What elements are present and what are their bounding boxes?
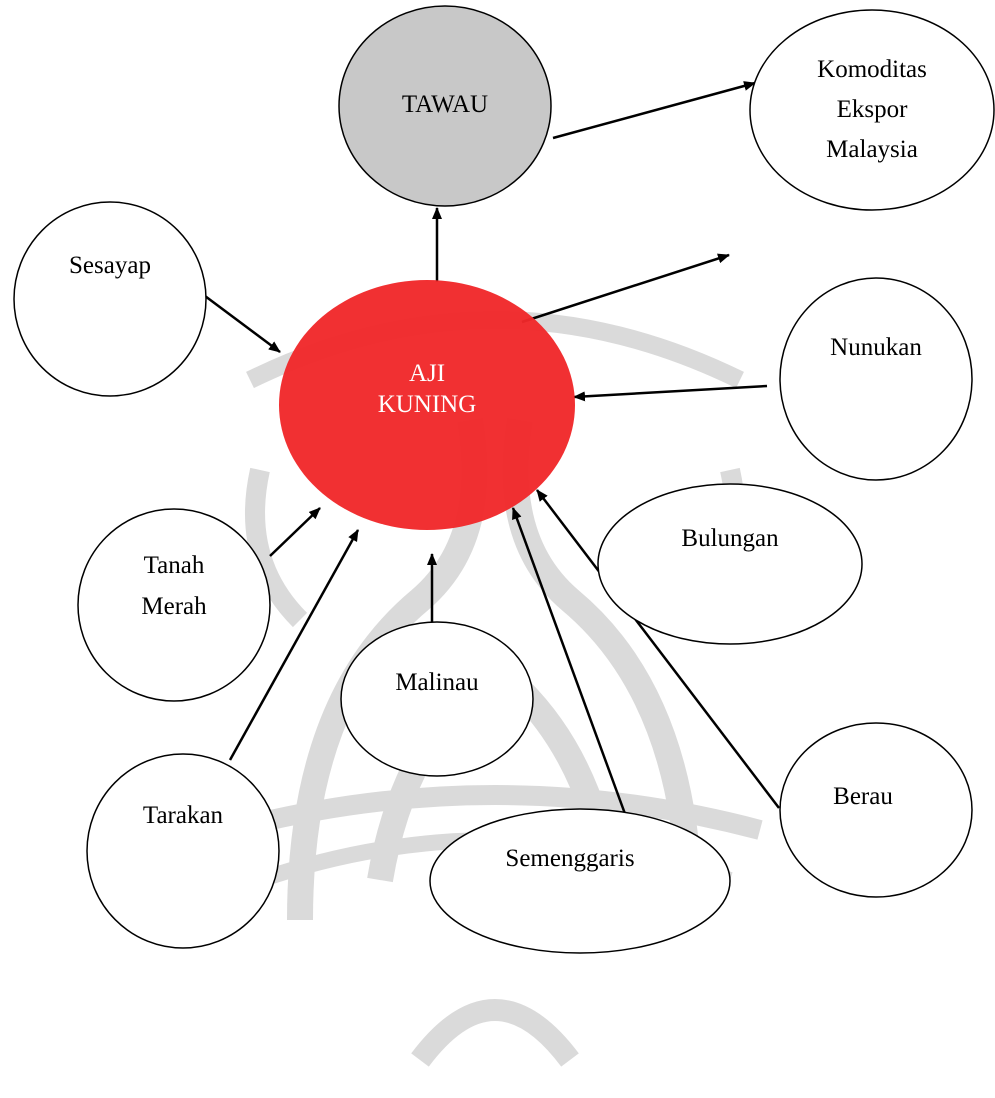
berau-label: Berau <box>833 783 893 810</box>
komoditas-label-line3: Malaysia <box>826 136 918 163</box>
node-semenggaris: Semenggaris <box>429 808 731 954</box>
node-tawau: TAWAU <box>338 5 552 207</box>
sesayap-label: Sesayap <box>69 252 151 279</box>
edge-nunukan-to-center <box>573 384 768 402</box>
edges <box>204 81 780 823</box>
tanah-merah-label-line1: Tanah <box>144 552 205 579</box>
node-sesayap: Sesayap <box>13 201 207 397</box>
node-malinau: Malinau <box>340 621 534 777</box>
tanah-merah-label-line2: Merah <box>141 593 207 620</box>
node-tanah-merah: Tanah Merah <box>77 508 271 702</box>
node-aji-kuning: AJI KUNING <box>279 280 575 530</box>
komoditas-label-line2: Ekspor <box>837 96 909 123</box>
edge-tawau-to-komoditas <box>552 81 756 140</box>
edge-berau-to-center <box>536 489 780 809</box>
malinau-label: Malinau <box>395 669 479 696</box>
node-nunukan: Nunukan <box>779 277 973 481</box>
edge-sesayap-to-center <box>204 294 281 354</box>
center-label-line1: AJI <box>409 360 445 387</box>
komoditas-label-line1: Komoditas <box>817 56 927 83</box>
edge-center-to-east <box>521 253 730 324</box>
node-tarakan: Tarakan <box>86 753 280 949</box>
node-berau: Berau <box>779 722 973 898</box>
center-label-line2: KUNING <box>378 391 477 418</box>
bulungan-label: Bulungan <box>681 525 779 552</box>
node-komoditas-ekspor-malaysia: Komoditas Ekspor Malaysia <box>749 9 995 211</box>
edge-semenggaris-to-center <box>511 507 630 823</box>
edge-tanahmerah-to-center <box>269 507 321 557</box>
node-bulungan: Bulungan <box>597 483 863 645</box>
semenggaris-label: Semenggaris <box>505 845 634 872</box>
tawau-label: TAWAU <box>402 91 488 118</box>
edge-tarakan-to-center <box>228 529 360 761</box>
nunukan-label: Nunukan <box>830 334 922 361</box>
tarakan-label: Tarakan <box>143 802 224 829</box>
